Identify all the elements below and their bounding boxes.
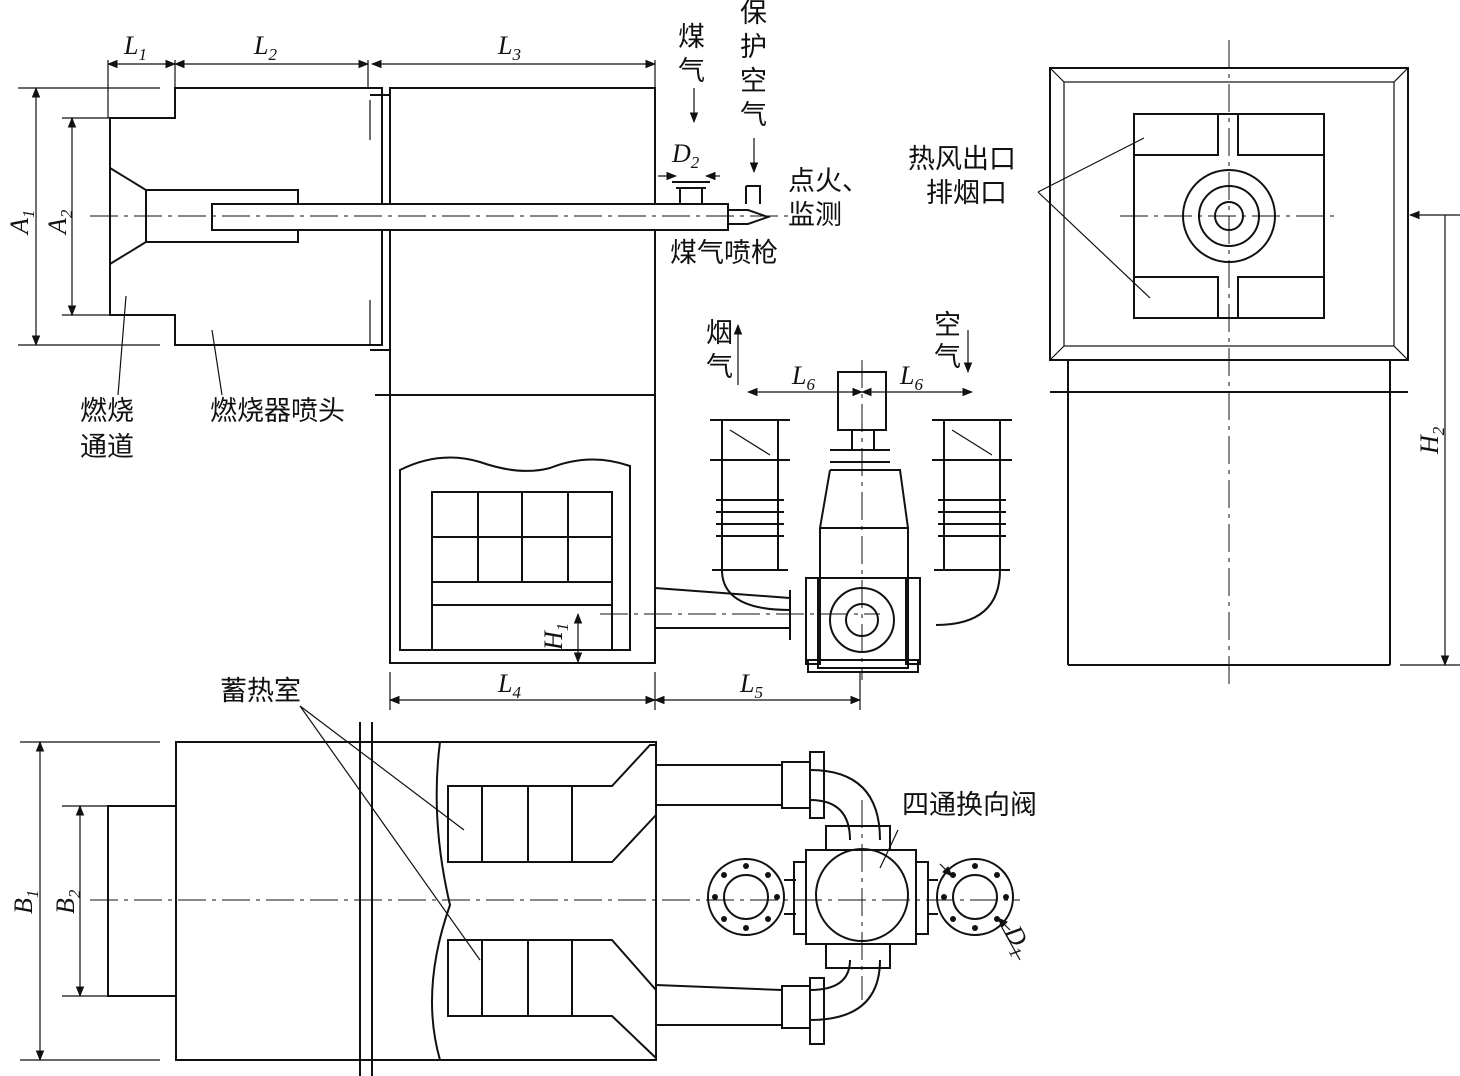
label-burn-channel-1: 燃烧 [80, 396, 134, 427]
label-air-2: 气 [934, 342, 961, 373]
leader-lines [117, 137, 1151, 961]
dim-A2: A2 [43, 209, 76, 236]
dimension-labels: L1 L2 L3 L4 L5 L6 L6 D2 A1 A2 H1 H2 B1 B… [5, 31, 1448, 961]
label-burn-channel-2: 通道 [80, 432, 134, 463]
label-gas-1: 煤 [678, 22, 705, 53]
burner-block [109, 87, 383, 346]
label-ignition-1: 点火、 [788, 166, 869, 197]
label-burner-head: 燃烧器喷头 [210, 396, 345, 427]
dim-D2: D2 [671, 139, 700, 172]
dim-L2: L2 [253, 31, 277, 64]
dim-L4: L4 [497, 669, 521, 702]
regenerator-lower-bank [447, 939, 657, 1061]
dim-L3: L3 [497, 31, 521, 64]
label-gas-2: 气 [678, 56, 705, 87]
protect-air-inlet [745, 185, 761, 204]
dim-L5: L5 [739, 669, 763, 702]
label-flue-gas-2: 气 [706, 352, 733, 383]
label-protect-air-1: 保 [740, 0, 767, 29]
dimension-lines [18, 59, 1460, 1062]
air-riser [932, 419, 1012, 626]
dim-A1: A1 [5, 210, 38, 236]
dim-B1: B1 [9, 890, 42, 914]
label-protect-air-3: 空 [740, 66, 767, 97]
gas-inlet-flange [672, 181, 710, 204]
label-hot-air-outlet-2: 排烟口 [926, 178, 1007, 209]
four-way-valve-plan [793, 825, 929, 969]
label-protect-air-4: 气 [740, 100, 767, 131]
front-section-view [90, 87, 1012, 680]
four-way-valve-front [805, 371, 921, 673]
side-elevation-view [1049, 40, 1409, 690]
dim-B2: B2 [51, 889, 84, 914]
flue-gas-riser [710, 419, 791, 611]
label-gas-gun: 煤气喷枪 [670, 238, 778, 269]
regenerator-upper-bank [447, 744, 657, 863]
flow-arrows [689, 88, 973, 385]
label-air-1: 空 [934, 310, 961, 341]
regenerator-plan [431, 741, 657, 1061]
dim-L6a: L6 [791, 361, 815, 394]
label-regenerator: 蓄热室 [220, 676, 301, 707]
regenerator-grid [431, 491, 613, 651]
dim-L6b: L6 [899, 361, 923, 394]
label-ignition-2: 监测 [788, 200, 842, 231]
dim-L1: L1 [123, 31, 147, 64]
gas-gun [211, 203, 729, 231]
label-flue-gas-1: 烟 [706, 318, 733, 349]
plan-view [90, 722, 1020, 1076]
regenerator-wave [399, 456, 631, 651]
furnace-body [389, 87, 656, 664]
right-port-flange [928, 858, 1014, 936]
dim-H1: H1 [539, 623, 572, 651]
left-port-flange [707, 858, 796, 936]
label-protect-air-2: 护 [740, 32, 767, 63]
label-hot-air-outlet-1: 热风出口 [908, 144, 1016, 175]
outlet-pipe [654, 587, 791, 640]
text-labels: 燃烧 通道 燃烧器喷头 煤 气 保 护 空 气 点火、 监测 煤气喷枪 烟 气 … [80, 0, 1037, 821]
dim-H2: H2 [1415, 426, 1448, 455]
label-four-way-valve: 四通换向阀 [902, 790, 1037, 821]
